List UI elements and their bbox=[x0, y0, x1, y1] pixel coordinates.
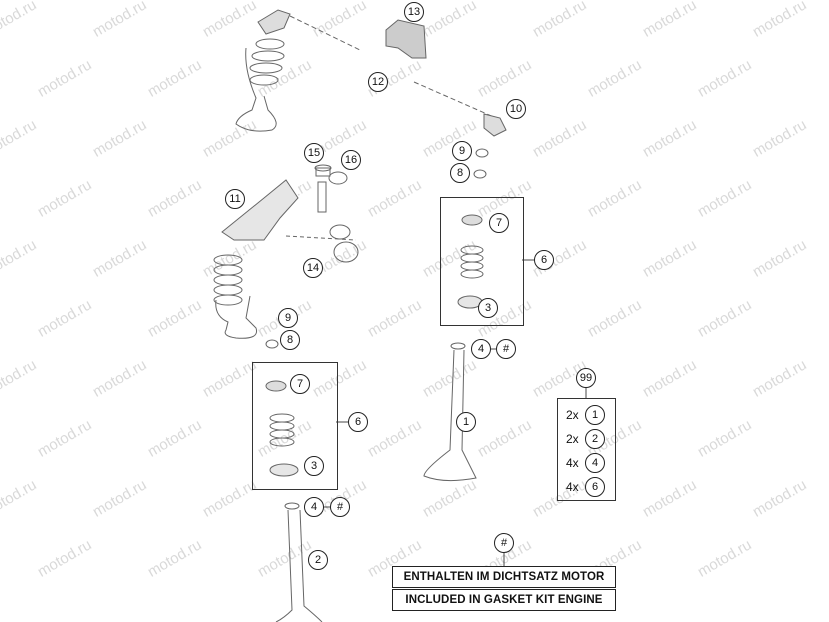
valve-1 bbox=[423, 342, 477, 482]
valve-spring-assembly-left bbox=[213, 254, 279, 349]
callout-hash-lower[interactable]: # bbox=[330, 497, 350, 517]
kit-part-3[interactable]: 4 bbox=[585, 453, 605, 473]
kit-part-2[interactable]: 2 bbox=[585, 429, 605, 449]
callout-7-lower[interactable]: 7 bbox=[290, 374, 310, 394]
rocker-shaft-parts bbox=[285, 164, 359, 263]
valve-2 bbox=[275, 502, 323, 622]
kit-qty-1: 2x bbox=[566, 408, 579, 422]
callout-6-lower[interactable]: 6 bbox=[348, 412, 368, 432]
callout-6-upper[interactable]: 6 bbox=[534, 250, 554, 270]
callout-2[interactable]: 2 bbox=[308, 550, 328, 570]
rocker-shaft-10 bbox=[413, 81, 507, 137]
callout-13[interactable]: 13 bbox=[404, 2, 424, 22]
note-english: INCLUDED IN GASKET KIT ENGINE bbox=[392, 589, 616, 611]
spring-set-box-a bbox=[457, 214, 484, 309]
callout-8-top[interactable]: 8 bbox=[450, 163, 470, 183]
rocker-arm-13 bbox=[385, 19, 427, 59]
kit-list-frame bbox=[557, 398, 616, 501]
callout-14[interactable]: 14 bbox=[303, 258, 323, 278]
callout-99[interactable]: 99 bbox=[576, 368, 596, 388]
callout-12[interactable]: 12 bbox=[368, 72, 388, 92]
callout-11[interactable]: 11 bbox=[225, 189, 245, 209]
collet-part bbox=[475, 148, 489, 158]
clip-part bbox=[473, 169, 487, 179]
rocker-valve-assembly-top bbox=[235, 9, 361, 132]
callout-3-lower[interactable]: 3 bbox=[304, 456, 324, 476]
callout-8-left[interactable]: 8 bbox=[280, 330, 300, 350]
kit-part-1[interactable]: 1 bbox=[585, 405, 605, 425]
callout-4-lower[interactable]: 4 bbox=[304, 497, 324, 517]
kit-part-4[interactable]: 6 bbox=[585, 477, 605, 497]
kit-qty-3: 4x bbox=[566, 456, 579, 470]
callout-9-top[interactable]: 9 bbox=[452, 141, 472, 161]
callout-hash-upper[interactable]: # bbox=[496, 339, 516, 359]
callout-7-upper[interactable]: 7 bbox=[489, 213, 509, 233]
callout-9-left[interactable]: 9 bbox=[278, 308, 298, 328]
kit-qty-2: 2x bbox=[566, 432, 579, 446]
note-german: ENTHALTEN IM DICHTSATZ MOTOR bbox=[392, 566, 616, 588]
callout-3-upper[interactable]: 3 bbox=[478, 298, 498, 318]
callout-16[interactable]: 16 bbox=[341, 150, 361, 170]
callout-15[interactable]: 15 bbox=[304, 143, 324, 163]
spring-set-box-b bbox=[265, 380, 299, 477]
spring-kit-frame-upper bbox=[440, 197, 524, 326]
kit-qty-4: 4x bbox=[566, 480, 579, 494]
callout-hash-note: # bbox=[494, 533, 514, 553]
callout-10[interactable]: 10 bbox=[506, 99, 526, 119]
rocker-arm-11 bbox=[221, 179, 299, 241]
spring-kit-frame-lower bbox=[252, 362, 338, 490]
callout-1[interactable]: 1 bbox=[456, 412, 476, 432]
callout-4-upper[interactable]: 4 bbox=[471, 339, 491, 359]
